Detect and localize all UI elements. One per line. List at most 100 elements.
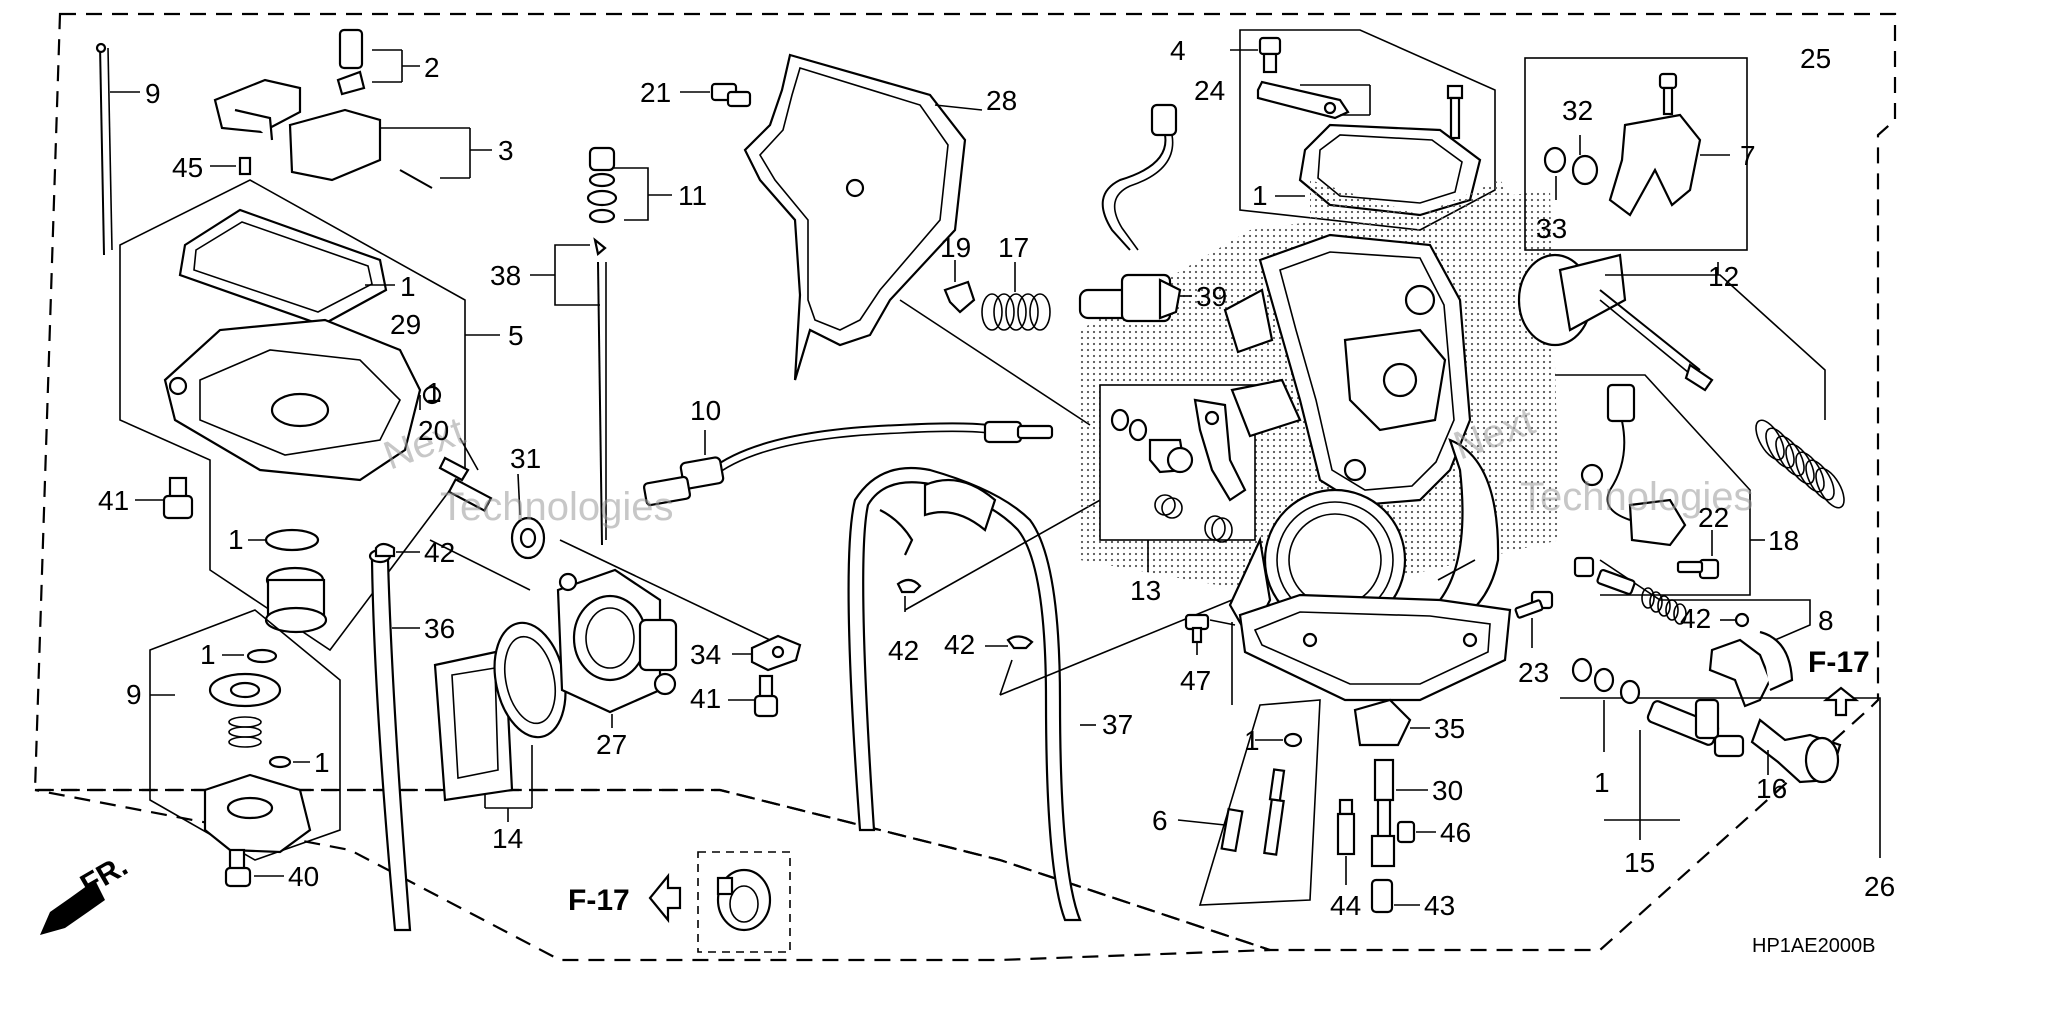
callout-20: 20 — [418, 415, 449, 446]
callout-2: 2 — [424, 52, 440, 83]
callout-29: 29 — [390, 309, 421, 340]
callout-3: 3 — [498, 135, 514, 166]
plate-24-part — [1256, 80, 1350, 120]
callout-37: 37 — [1102, 709, 1133, 740]
tube-30-part — [1370, 758, 1428, 868]
callout-30: 30 — [1432, 775, 1463, 806]
callout-40: 40 — [288, 861, 319, 892]
bolt-41-part — [135, 476, 194, 520]
hose-36-part — [370, 558, 412, 932]
callout-47: 47 — [1180, 665, 1211, 696]
bolt-41b-part — [728, 674, 779, 718]
spring-part — [228, 716, 262, 748]
seal-31-part — [510, 473, 546, 560]
callout-34: 34 — [690, 639, 721, 670]
gasket-29-part — [178, 208, 388, 327]
float-bowl-bracket — [119, 179, 466, 652]
throttle-link-13-part — [1110, 398, 1247, 543]
fitting-15-part — [1646, 698, 1745, 758]
callout-42-center-b: 42 — [944, 629, 975, 660]
watermark-right-2: Technologies — [1520, 475, 1754, 519]
callout-42-right: 42 — [1680, 603, 1711, 634]
diagram-code: HP1AE2000B — [1752, 935, 1875, 957]
lower-border — [34, 788, 1271, 962]
callout-45: 45 — [172, 152, 203, 183]
jet-43-part — [1370, 878, 1420, 914]
callout-1-topcover: 1 — [1252, 180, 1268, 211]
callout-8: 8 — [1818, 605, 1834, 636]
callout-21: 21 — [640, 77, 671, 108]
ref-arrow-f17-left — [648, 872, 682, 924]
float-assembly-part — [213, 28, 492, 189]
callout-43: 43 — [1424, 890, 1455, 921]
clip-19-part — [943, 280, 976, 314]
callout-31: 31 — [510, 443, 541, 474]
callout-11: 11 — [678, 180, 707, 211]
jet-44-part — [1336, 798, 1356, 885]
callout-1-washer: 1 — [1594, 767, 1610, 798]
dotted-shade-2 — [1310, 180, 1530, 255]
callout-15: 15 — [1624, 847, 1655, 878]
diaphragm-part — [208, 672, 282, 708]
callout-1-gasket: 1 — [400, 271, 416, 302]
callout-4: 4 — [1170, 35, 1186, 66]
bolt-top-part — [1446, 84, 1464, 140]
throttle-cable-10-part — [642, 420, 1054, 507]
watermark-left-2: Technologies — [440, 485, 674, 529]
callout-42-center-a: 42 — [888, 635, 919, 666]
callout-6: 6 — [1152, 805, 1168, 836]
screw-45-part — [238, 156, 252, 176]
callout-1-oring: 1 — [228, 524, 244, 555]
plug-16-part — [1750, 718, 1842, 784]
callout-23: 23 — [1518, 657, 1549, 688]
ref-arrow-f17-right — [1822, 686, 1860, 717]
callout-25: 25 — [1800, 43, 1831, 74]
callout-18: 18 — [1768, 525, 1799, 556]
callout-16: 16 — [1756, 773, 1787, 804]
cap-11-part — [586, 146, 672, 224]
ref-part-f17 — [716, 868, 772, 932]
bracket-7-part — [1543, 72, 1730, 217]
callout-22: 22 — [1698, 502, 1729, 533]
callout-38: 38 — [490, 260, 521, 291]
jet-box-6 — [1198, 699, 1321, 906]
cover-28-part — [743, 53, 967, 381]
carburetor-body-part — [1223, 233, 1500, 622]
jet-46-part — [1396, 820, 1436, 844]
callout-41-center: 41 — [690, 683, 721, 714]
bolt-23-part — [1514, 590, 1554, 648]
bolt-40-part — [224, 848, 284, 888]
ref-box-f17 — [697, 851, 791, 953]
callout-7: 7 — [1740, 140, 1756, 171]
callout-42-left: 42 — [424, 537, 455, 568]
callout-13: 13 — [1130, 575, 1161, 606]
callout-19: 19 — [940, 232, 971, 263]
callout-24: 24 — [1194, 75, 1225, 106]
holder-35-part — [1353, 698, 1430, 747]
callout-1-cover-bottom: 1 — [314, 747, 330, 778]
callout-10: 10 — [690, 395, 721, 426]
callout-35: 35 — [1434, 713, 1465, 744]
callout-9-bottom: 9 — [126, 679, 142, 710]
callout-32: 32 — [1562, 95, 1593, 126]
callout-36: 36 — [424, 613, 455, 644]
callout-17: 17 — [998, 232, 1029, 263]
pilot-screw-part — [438, 437, 493, 513]
spring-17-part — [981, 262, 1051, 331]
front-arrow-icon — [40, 880, 105, 935]
screw-22-part — [1676, 530, 1720, 580]
callout-5: 5 — [508, 320, 524, 351]
callout-44: 44 — [1330, 890, 1361, 921]
idle-screw-8-part — [1573, 556, 1794, 708]
vent-hose-37-part — [847, 466, 1082, 922]
washers-15-part — [1571, 657, 1680, 840]
callout-1-jet: 1 — [1244, 725, 1260, 756]
callout-12: 12 — [1708, 261, 1739, 292]
callout-33: 33 — [1536, 213, 1567, 244]
jet-6-part — [1220, 732, 1303, 856]
bolt-21-part — [680, 82, 752, 108]
callout-1-chamber: 1 — [426, 377, 442, 408]
float-pin-part — [95, 42, 140, 256]
